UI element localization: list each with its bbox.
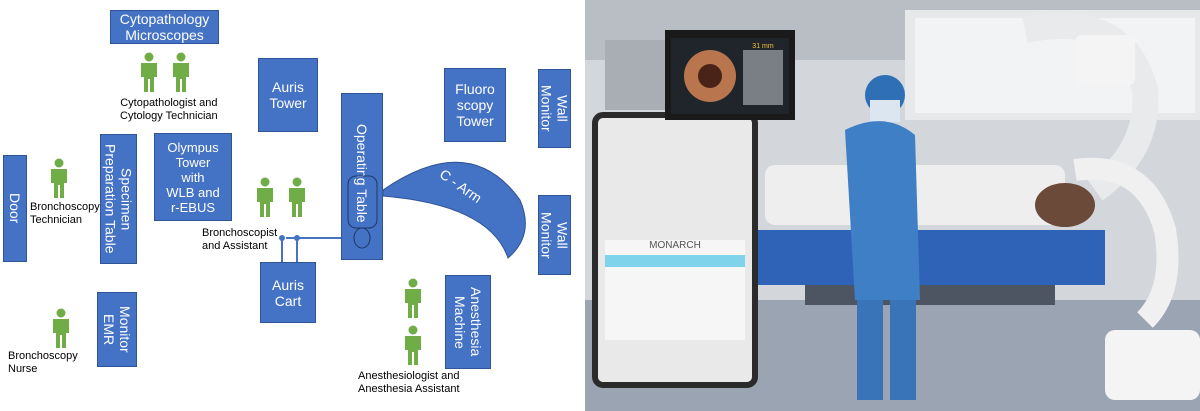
monitor-distance-readout: 31 mm [752, 43, 774, 50]
bronchoscopy-assistant-person-icon [289, 177, 305, 217]
cytology-technician-person-icon [173, 52, 189, 92]
fluoroscopy-tower-box: Fluoro scopy Tower [444, 68, 506, 142]
bronchoscopy-nurse-label: Bronchoscopy Nurse [8, 350, 78, 375]
c-arm-shape [382, 161, 526, 259]
operating-room-photo-illustration: MONARCH 31 mm [585, 0, 1200, 411]
anesthesiologist-person-icon [405, 278, 421, 318]
operating-table-box: Operating Table [341, 93, 383, 260]
monarch-cart-brand: MONARCH [649, 240, 701, 251]
scope-port-b [294, 235, 300, 241]
auris-tower-box: Auris Tower [258, 58, 318, 132]
anesthesia-assistant-person-icon [405, 325, 421, 365]
operating-room-photo: MONARCH 31 mm [585, 0, 1200, 411]
auris-cart-box: Auris Cart [260, 262, 316, 323]
cytopathologist-person-icon [141, 52, 157, 92]
wall-monitor-top-box: Wall Monitor [538, 69, 571, 148]
cytopathology-microscopes-box: Cytopathology Microscopes [110, 10, 219, 44]
cytopathologist-label: Cytopathologist and Cytology Technician [120, 97, 218, 122]
anesthesiologist-label: Anesthesiologist and Anesthesia Assistan… [358, 370, 460, 395]
operating-table-label: Operating Table [354, 124, 370, 223]
specimen-preparation-table-box: Specimen Preparation Table [100, 134, 137, 264]
bronchoscopist-person-icon [257, 177, 273, 217]
wall-monitor-bottom-box: Wall Monitor [538, 195, 571, 275]
or-layout-diagram: Cytopathology Microscopes Auris Tower Fl… [0, 0, 575, 411]
bronchoscopy-technician-person-icon [51, 158, 67, 198]
anesthesia-machine-box: Anesthesia Machine [445, 275, 491, 369]
bronchoscopist-label: Bronchoscopist and Assistant [202, 227, 278, 252]
bronchoscopy-technician-label: Bronchoscopy Technician [30, 201, 100, 226]
bronchoscopy-nurse-person-icon [53, 308, 69, 348]
monitor-emr-box: Monitor EMR [97, 292, 137, 367]
scope-port-a [279, 235, 285, 241]
olympus-tower-box: Olympus Tower with WLB and r-EBUS [154, 133, 232, 221]
c-arm-label: C - Arm [437, 166, 485, 206]
door-box: Door [3, 155, 27, 262]
